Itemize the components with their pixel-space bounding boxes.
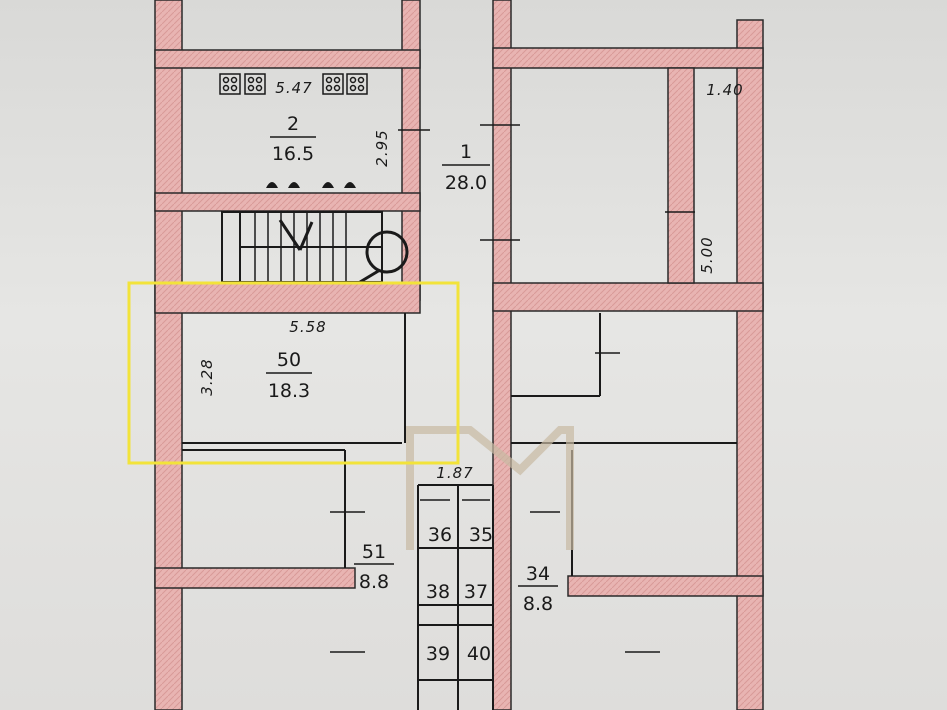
room-1-area: 28.0	[445, 172, 487, 194]
room-51-number: 51	[362, 541, 386, 563]
room-50-area: 18.3	[268, 380, 310, 402]
room-labels: 2 16.5 1 28.0 50 18.3 51 8.8 34 8.8 36 3…	[266, 113, 558, 665]
dim-1-40: 1.40	[706, 81, 743, 99]
cell-37: 37	[464, 581, 488, 603]
dim-3-28: 3.28	[198, 358, 216, 395]
dim-1-87: 1.87	[436, 464, 473, 482]
cell-35: 35	[469, 524, 493, 546]
highlight-box	[127, 281, 460, 465]
door-marks	[330, 124, 695, 653]
dim-5-00: 5.00	[698, 236, 716, 273]
watermark-logo	[406, 426, 574, 550]
dim-5-58: 5.58	[289, 318, 326, 336]
cell-39: 39	[426, 643, 450, 665]
room-1-number: 1	[460, 141, 472, 163]
room-34-area: 8.8	[523, 593, 553, 615]
room-51-area: 8.8	[359, 571, 389, 593]
staircase	[221, 211, 409, 284]
room-50-number: 50	[277, 349, 301, 371]
room-2-number: 2	[287, 113, 299, 135]
dimension-labels: 5.47 2.95 1.40 5.00 5.58 3.28 1.87	[198, 79, 743, 482]
cell-36: 36	[428, 524, 452, 546]
sink-icons	[266, 182, 356, 188]
cell-38: 38	[426, 581, 450, 603]
dim-5-47: 5.47	[275, 79, 312, 97]
walls	[154, 0, 764, 710]
stove-icons	[219, 73, 368, 95]
dim-2-95: 2.95	[373, 129, 391, 166]
room-34-number: 34	[526, 563, 550, 585]
room-2-area: 16.5	[272, 143, 314, 165]
cell-40: 40	[467, 643, 491, 665]
